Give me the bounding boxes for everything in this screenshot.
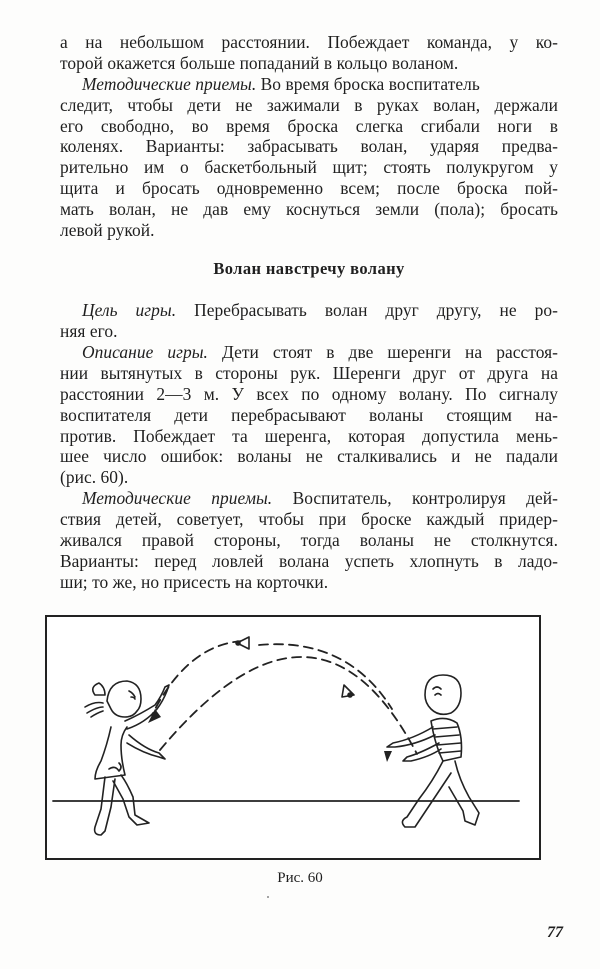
text-line: рительно им о баскетбольный щит; стоять …	[60, 157, 558, 178]
text-line: против. Побеждает та шеренга, которая до…	[60, 425, 558, 446]
paragraph-prev-continuation: а на небольшом расстоянии. Побеждает ком…	[60, 32, 558, 74]
text-line: (рис. 60).	[60, 467, 129, 488]
text-line: ши; то же, но присесть на корточки.	[60, 571, 329, 592]
game-title: Волан навстречу волану	[213, 259, 405, 278]
text-fragment: Перебрасывать волан друг другу, не ро-	[176, 300, 558, 320]
text-line: щита и бросать одновременно всем; после …	[60, 178, 558, 199]
page-number: 77	[547, 924, 563, 941]
paragraph-methods: Методические приемы. Воспитатель, контро…	[60, 488, 558, 592]
text-line: его свободно, во время броска слегка сги…	[60, 115, 558, 136]
description-label: Описание игры.	[82, 342, 208, 362]
text-line: ствия детей, советует, чтобы при броске …	[60, 508, 558, 529]
paragraph-description: Описание игры. Дети стоят в две шеренги …	[60, 342, 558, 488]
text-fragment: Дети стоят в две шеренги на расстоя-	[207, 342, 558, 362]
figure-illustration	[45, 615, 541, 860]
text-fragment: Во время броска воспитатель	[256, 73, 480, 94]
text-line: коленях. Варианты: забрасывать волан, уд…	[60, 136, 558, 157]
boy-figure	[386, 674, 480, 828]
text-line: шее число ошибок: воланы не сталкивались…	[60, 446, 558, 467]
text-line: Методические приемы. Во время броска вос…	[60, 74, 558, 95]
figure-caption: Рис. 60	[277, 870, 323, 886]
children-throwing-shuttlecocks-illustration	[52, 636, 520, 836]
methods-label: Методические приемы.	[82, 488, 273, 508]
girl-figure	[84, 680, 170, 836]
paragraph-prev-methods: Методические приемы. Во время броска вос…	[60, 74, 558, 241]
text-line: Описание игры. Дети стоят в две шеренги …	[60, 342, 558, 363]
text-line: няя его.	[60, 320, 118, 341]
print-speck	[267, 896, 269, 898]
text-line: Цель игры. Перебрасывать волан друг друг…	[60, 300, 558, 321]
text-line: левой рукой.	[60, 220, 155, 241]
text-line: Методические приемы. Воспитатель, контро…	[60, 488, 558, 509]
arc-boy-to-girl	[151, 640, 243, 716]
text-line: Варианты: перед ловлей волана успеть хло…	[60, 550, 558, 571]
goal-label: Цель игры.	[82, 300, 177, 320]
shuttlecock-right	[341, 684, 355, 698]
arrowhead-to-girl	[148, 709, 161, 723]
text-line: следит, чтобы дети не зажимали в руках в…	[60, 94, 558, 115]
text-line: расстоянии 2—3 м. У всех по одному волан…	[60, 383, 558, 404]
text-fragment: Воспитатель, контролируя дей-	[272, 488, 558, 508]
shuttlecock-top	[235, 636, 250, 650]
arrowhead-to-boy	[384, 751, 392, 762]
arc-girl-to-boy	[159, 656, 418, 755]
text-line: торой окажется больше попаданий в кольцо…	[60, 52, 459, 73]
text-line: мать волан, не дав ему коснуться земли (…	[60, 199, 558, 220]
methods-label: Методические приемы.	[82, 73, 257, 94]
text-line: живался правой стороны, тогда воланы не …	[60, 529, 558, 550]
arc-upper-right	[258, 643, 393, 710]
text-line: а на небольшом расстоянии. Побеждает ком…	[60, 32, 558, 52]
text-line: нии вытянутых в стороны рук. Шеренги дру…	[60, 362, 558, 383]
paragraph-goal: Цель игры. Перебрасывать волан друг друг…	[60, 300, 558, 342]
text-line: воспитателя дети перебрасывают воланы ст…	[60, 404, 558, 425]
